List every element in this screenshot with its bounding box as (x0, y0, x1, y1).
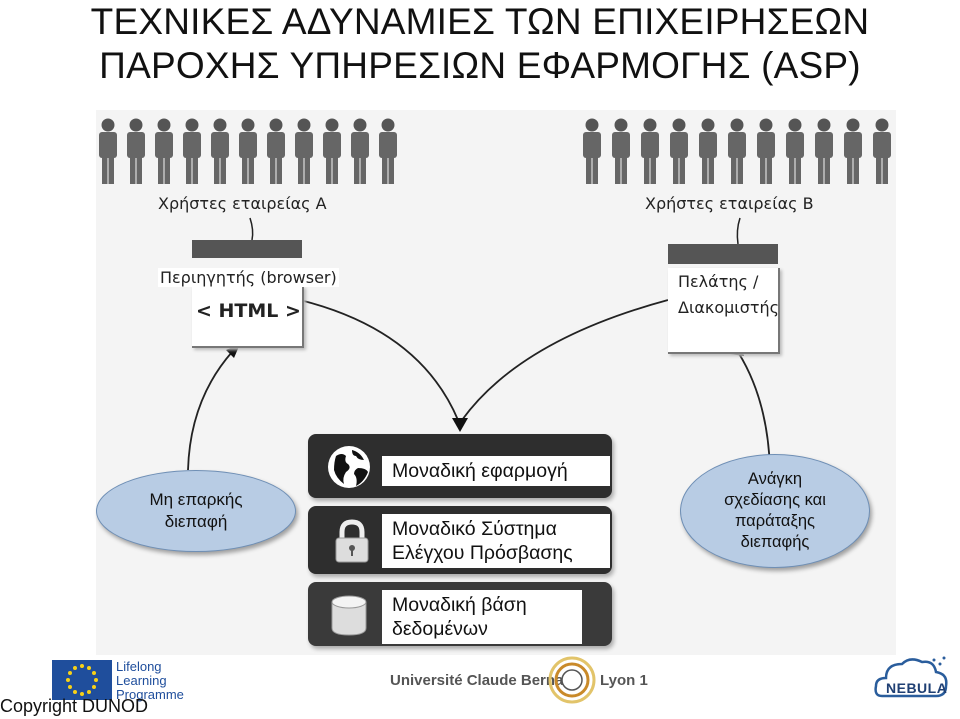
single-database-label: Μοναδική βάση δεδομένων (382, 590, 582, 644)
single-access-control-label: Μοναδικό Σύστημα Ελέγχου Πρόσβασης (382, 514, 610, 568)
lifelong-line-1: Lifelong (116, 659, 162, 674)
left-oval-line-2: διεπαφή (164, 512, 228, 531)
lifelong-line-2: Learning (116, 673, 167, 688)
client-terminal-bar (668, 244, 778, 264)
insufficient-interface-oval: Μη επαρκής διεπαφή (96, 470, 296, 552)
slide-title: ΤΕΧΝΙΚΕΣ ΑΔΥΝΑΜΙΕΣ ΤΩΝ ΕΠΙΧΕΙΡΗΣΕΩΝ ΠΑΡΟ… (0, 0, 960, 88)
university-name: Université Claude Bernard (390, 672, 579, 689)
browser-html-tag: < HTML > (196, 300, 301, 322)
globe-icon (328, 446, 370, 488)
client-server-label-1: Πελάτης / (678, 272, 759, 291)
lyon-label: Lyon 1 (600, 672, 648, 689)
client-terminal-screen (668, 268, 780, 354)
right-oval-line-1: Ανάγκη (747, 470, 803, 488)
access-line-2: Ελέγχου Πρόσβασης (392, 542, 573, 564)
access-line-1: Μοναδικό Σύστημα (392, 518, 557, 540)
db-line-1: Μοναδική βάση (392, 594, 527, 616)
title-line-1: ΤΕΧΝΙΚΕΣ ΑΔΥΝΑΜΙΕΣ ΤΩΝ ΕΠΙΧΕΙΡΗΣΕΩΝ (90, 1, 870, 42)
lifelong-line-3: Programme (116, 687, 184, 702)
right-oval-line-4: διεπαφής (740, 533, 810, 551)
database-icon (331, 595, 367, 636)
browser-terminal-screen (192, 286, 304, 348)
single-application-label: Μοναδική εφαρμογή (382, 456, 610, 486)
lock-icon (335, 519, 369, 563)
client-server-label-2: Διακομιστής (678, 298, 780, 317)
nebula-cloud-logo (874, 656, 948, 698)
db-line-2: δεδομένων (392, 618, 488, 640)
interface-design-need-oval: Ανάγκη σχεδίασης και παράταξης διεπαφής (680, 454, 870, 568)
eu-flag-logo (52, 660, 112, 700)
right-oval-line-2: σχεδίασης και (724, 491, 826, 509)
nebula-label: NEBULA (886, 680, 948, 696)
left-oval-line-1: Μη επαρκής (149, 490, 243, 509)
browser-label: Περιηγητής (browser) (158, 268, 339, 287)
university-seal-logo (548, 656, 596, 704)
browser-terminal-bar (192, 240, 302, 258)
copyright-text: Copyright DUNOD (0, 696, 149, 716)
right-oval-line-3: παράταξης (735, 512, 815, 530)
title-line-2: ΠΑΡΟΧΗΣ ΥΠΗΡΕΣΙΩΝ ΕΦΑΡΜΟΓΗΣ (ASP) (99, 45, 861, 86)
users-b-label: Χρήστες εταιρείας Β (645, 194, 814, 213)
lifelong-learning-logo-text: Lifelong Learning Programme (116, 660, 184, 702)
users-a-label: Χρήστες εταιρείας Α (158, 194, 327, 213)
